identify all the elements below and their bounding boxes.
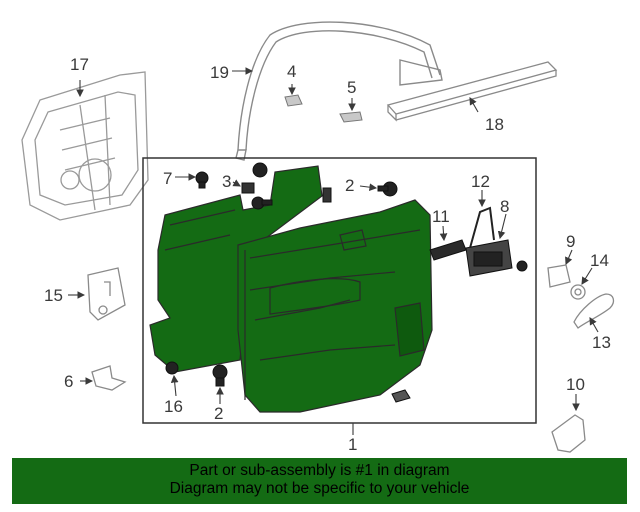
banner-line-2: Diagram may not be specific to your vehi… <box>169 480 470 497</box>
leader-lines <box>68 67 599 435</box>
clip-part-5 <box>339 111 363 123</box>
callout-19: 19 <box>210 63 229 82</box>
washer-part-14 <box>570 284 586 300</box>
callout-2-top: 2 <box>345 176 355 195</box>
callout-6: 6 <box>64 372 74 391</box>
callout-10: 10 <box>566 375 585 394</box>
callout-14: 14 <box>590 251 609 270</box>
callout-3: 3 <box>222 172 232 191</box>
pad-part-9 <box>547 264 571 288</box>
callout-13: 13 <box>592 333 611 352</box>
diagram-artwork <box>21 21 615 453</box>
callout-8: 8 <box>500 197 510 216</box>
callout-5: 5 <box>347 78 357 97</box>
belt-molding-part-18 <box>386 61 558 122</box>
fasteners <box>165 162 528 403</box>
callout-2-bottom: 2 <box>214 404 224 423</box>
bracket-part-6 <box>91 365 127 391</box>
callout-1: 1 <box>348 435 358 454</box>
callout-18: 18 <box>485 115 504 134</box>
window-regulator-part-17 <box>21 71 149 221</box>
bracket-part-15 <box>87 267 126 321</box>
assembly-box-part-1 <box>142 157 537 424</box>
door-trim-panel <box>149 165 433 413</box>
callout-11: 11 <box>432 207 450 226</box>
callout-15: 15 <box>44 286 63 305</box>
clip-part-4 <box>284 94 303 107</box>
callout-9: 9 <box>566 232 576 251</box>
callout-16: 16 <box>164 397 183 416</box>
window-frame-part-19 <box>235 21 443 161</box>
callout-4: 4 <box>287 62 297 81</box>
banner-line-1: Part or sub-assembly is #1 in diagram <box>189 462 450 479</box>
callout-12: 12 <box>471 172 490 191</box>
callout-17: 17 <box>70 55 89 74</box>
parts-diagram: 17 19 4 5 18 7 3 2 12 8 11 9 14 15 13 6 … <box>21 21 615 454</box>
cap-part-10 <box>551 414 586 453</box>
callout-7: 7 <box>163 169 173 188</box>
notice-banner: Part or sub-assembly is #1 in diagram Di… <box>12 458 627 504</box>
